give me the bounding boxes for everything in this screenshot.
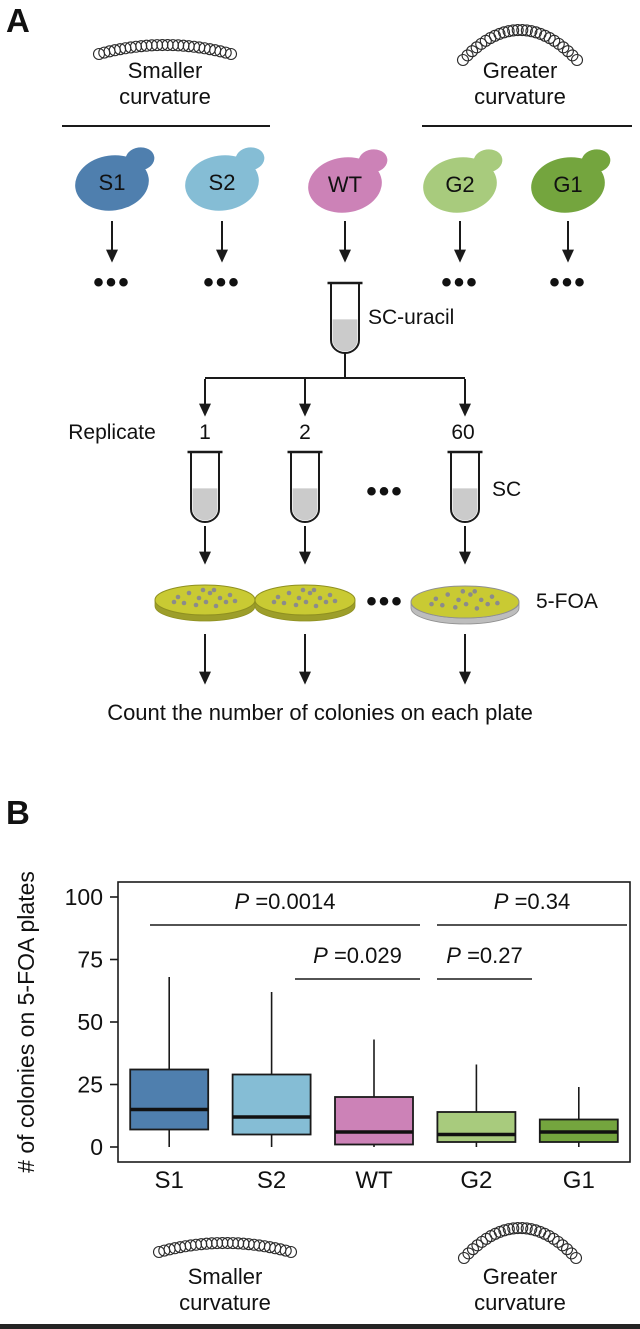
panel-a-label: A bbox=[6, 2, 30, 39]
ellipsis-s2: ••• bbox=[203, 266, 241, 299]
strain-label-s1: S1 bbox=[98, 170, 126, 195]
tube-replicate-1 bbox=[187, 450, 223, 523]
strain-label-g1: G1 bbox=[553, 172, 583, 197]
yeast-cell-G2 bbox=[423, 149, 503, 213]
smaller-curvature-coil-bottom bbox=[152, 1236, 298, 1259]
figure-bottom-edge bbox=[0, 1324, 640, 1329]
sc-label: SC bbox=[492, 478, 522, 501]
ellipsis-s1: ••• bbox=[93, 266, 131, 299]
y-tick-label: 0 bbox=[90, 1134, 103, 1160]
y-tick-label: 50 bbox=[77, 1009, 103, 1035]
replicate-number-2: 2 bbox=[299, 421, 311, 444]
strain-label-wt: WT bbox=[327, 172, 363, 197]
plate-2 bbox=[254, 584, 356, 622]
smaller-curvature-coil-top bbox=[92, 38, 238, 61]
strain-label-g2: G2 bbox=[445, 172, 475, 197]
tube-sc-uracil bbox=[327, 281, 363, 354]
pvalue-label: P =0.34 bbox=[494, 889, 570, 914]
yeast-cell-WT bbox=[308, 149, 388, 213]
strain-label-s2: S2 bbox=[208, 170, 236, 195]
pvalue-label: P =0.029 bbox=[313, 943, 402, 968]
ellipsis-plates: ••• bbox=[366, 585, 404, 618]
boxplot-G2 bbox=[436, 1064, 517, 1147]
smaller-curvature-label-top: Smaller curvature bbox=[119, 58, 211, 109]
smaller-curvature-label-bottom: Smaller curvature bbox=[179, 1264, 271, 1315]
greater-curvature-coil-bottom bbox=[457, 1221, 583, 1265]
x-tick-label-S2: S2 bbox=[257, 1167, 286, 1194]
x-tick-label-G2: G2 bbox=[460, 1167, 492, 1194]
replicate-number-60: 60 bbox=[451, 421, 475, 444]
y-tick-label: 25 bbox=[77, 1072, 103, 1098]
ellipsis-g2: ••• bbox=[441, 266, 479, 299]
panel-a-caption: Count the number of colonies on each pla… bbox=[107, 700, 533, 725]
ellipsis-g1: ••• bbox=[549, 266, 587, 299]
boxplot-S1 bbox=[129, 977, 210, 1147]
yeast-cell-S1 bbox=[75, 147, 155, 211]
boxplot-WT bbox=[334, 1039, 414, 1147]
x-tick-label-WT: WT bbox=[355, 1167, 393, 1194]
boxplot-S2 bbox=[231, 992, 312, 1147]
x-tick-label-G1: G1 bbox=[563, 1167, 595, 1194]
greater-curvature-coil-top bbox=[456, 23, 584, 67]
replicate-number-1: 1 bbox=[199, 421, 211, 444]
y-axis-label: # of colonies on 5-FOA plates bbox=[13, 871, 39, 1173]
x-tick-label-S1: S1 bbox=[155, 1167, 184, 1194]
greater-curvature-label-top: Greater curvature bbox=[474, 58, 566, 109]
tube-replicate-2 bbox=[287, 450, 323, 523]
yeast-cell-G1 bbox=[531, 149, 611, 213]
tube-replicate-60 bbox=[447, 450, 483, 523]
replicate-label: Replicate bbox=[68, 421, 156, 444]
panel-b-label: B bbox=[6, 794, 30, 831]
boxplot-G1 bbox=[538, 1087, 619, 1147]
sc-uracil-label: SC-uracil bbox=[368, 306, 455, 329]
plate-1 bbox=[154, 584, 256, 622]
foa-label: 5-FOA bbox=[536, 590, 598, 613]
yeast-cell-S2 bbox=[185, 147, 265, 211]
ellipsis-tubes: ••• bbox=[366, 475, 404, 508]
pvalue-label: P =0.0014 bbox=[235, 889, 336, 914]
pvalue-label: P =0.27 bbox=[446, 943, 522, 968]
greater-curvature-label-bottom: Greater curvature bbox=[474, 1264, 566, 1315]
y-tick-label: 100 bbox=[65, 884, 103, 910]
plate-60 bbox=[410, 585, 520, 625]
y-tick-label: 75 bbox=[77, 947, 103, 973]
